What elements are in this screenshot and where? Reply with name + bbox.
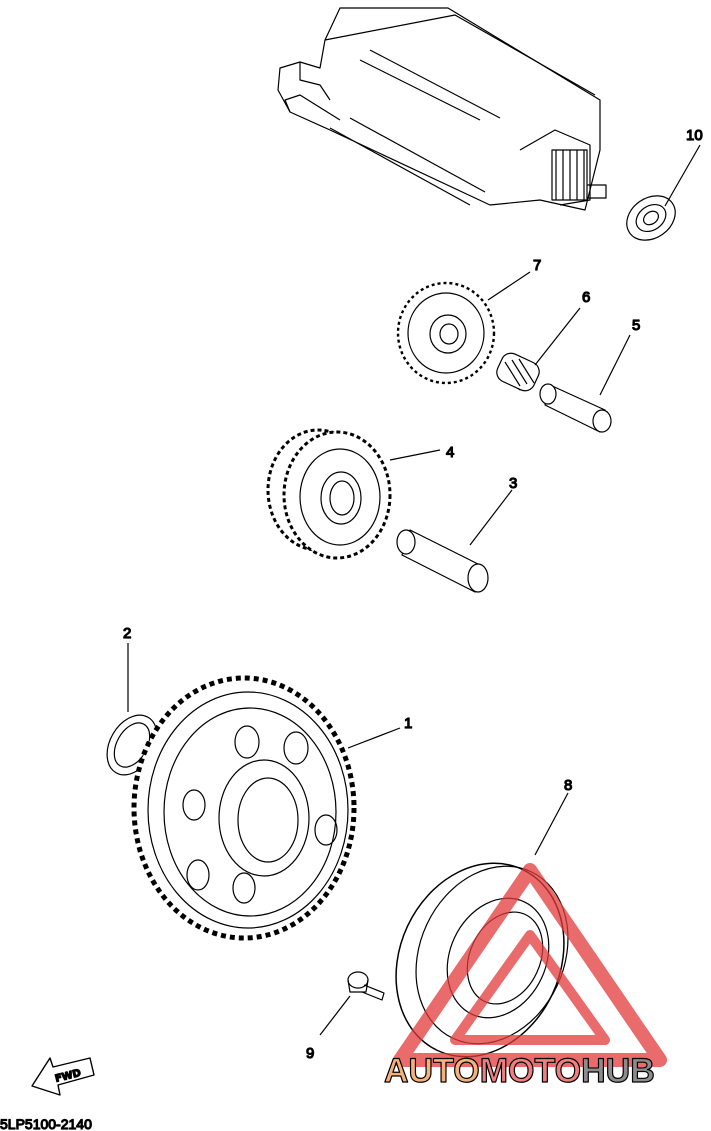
callout-5: 5 — [632, 317, 640, 334]
bearing — [626, 144, 701, 241]
callout-6: 6 — [582, 289, 590, 306]
callout-3: 3 — [509, 475, 517, 492]
callout-7: 7 — [533, 257, 541, 274]
bolt — [319, 971, 385, 1036]
fwd-arrow-icon: FWD — [31, 1057, 95, 1096]
callout-2: 2 — [123, 625, 131, 642]
idler-gear-small — [396, 271, 531, 385]
idler-gear-large — [266, 428, 441, 560]
starter-wheel-gear — [131, 675, 401, 941]
callout-8: 8 — [564, 777, 572, 794]
watermark-text: AUTOMOTOHUB — [384, 1052, 655, 1090]
watermark-auto: AUTO — [384, 1052, 480, 1090]
callout-10: 10 — [686, 127, 703, 144]
shaft-long — [396, 489, 513, 593]
starter-motor — [277, 7, 607, 211]
callout-1: 1 — [404, 715, 412, 732]
shaft-short — [539, 334, 631, 433]
needle-bearing — [496, 307, 581, 392]
watermark-logo — [393, 863, 667, 1067]
callout-4: 4 — [446, 444, 454, 461]
watermark-hub: HUB — [581, 1052, 655, 1090]
callout-9: 9 — [306, 1045, 314, 1062]
diagram-code: 5LP5100-2140 — [0, 1116, 92, 1131]
watermark-moto: MOTO — [480, 1052, 581, 1090]
